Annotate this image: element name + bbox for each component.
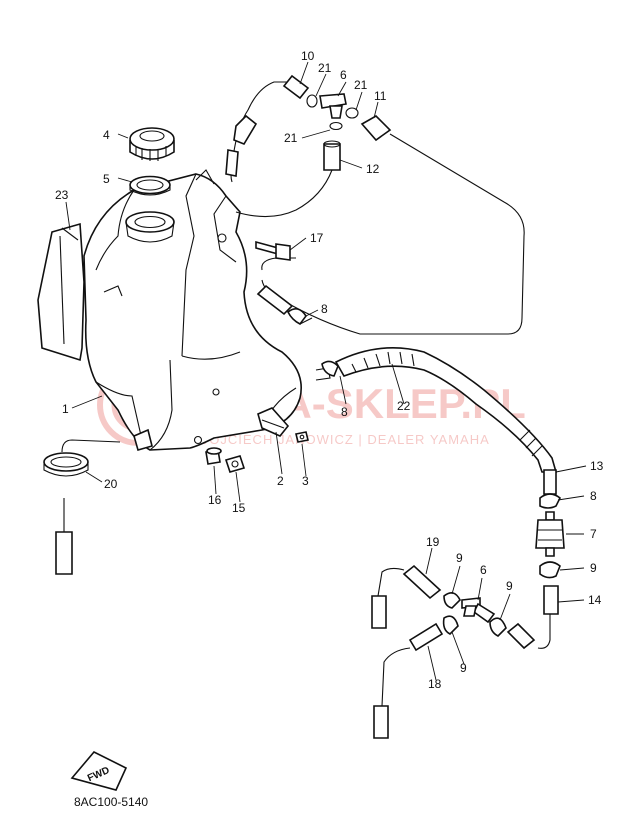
label-part-20: 20 xyxy=(104,477,118,491)
label-part-8-lower: 8 xyxy=(590,489,597,503)
label-part-8-mid: 8 xyxy=(341,405,348,419)
part-labels: 4 5 23 1 10 21 6 21 11 21 12 17 8 8 22 1… xyxy=(55,49,604,691)
label-part-2: 2 xyxy=(277,474,284,488)
fuel-filter-assembly xyxy=(535,469,565,649)
breather-hose-assembly xyxy=(225,74,525,335)
label-part-9-b: 9 xyxy=(506,579,513,593)
label-part-6-lower: 6 xyxy=(480,563,487,577)
label-part-7: 7 xyxy=(590,527,597,541)
label-part-8-upper: 8 xyxy=(321,302,328,316)
label-part-21-right: 21 xyxy=(354,78,368,92)
label-part-1: 1 xyxy=(62,402,69,416)
label-part-10: 10 xyxy=(301,49,315,63)
label-part-19: 19 xyxy=(426,535,440,549)
tank-bolt xyxy=(255,240,291,261)
tank-strap-clamp xyxy=(43,439,121,575)
bracket-and-screw xyxy=(257,407,309,443)
label-part-5: 5 xyxy=(103,172,110,186)
cap-gasket xyxy=(129,175,171,196)
label-part-22: 22 xyxy=(397,399,411,413)
label-part-9-c: 9 xyxy=(460,661,467,675)
label-part-4: 4 xyxy=(103,128,110,142)
label-part-14: 14 xyxy=(588,593,602,607)
hose-clamp-upper xyxy=(286,308,313,326)
label-part-11: 11 xyxy=(374,89,387,103)
label-part-18: 18 xyxy=(428,677,442,691)
fuel-tank-cap xyxy=(129,127,175,161)
label-part-13: 13 xyxy=(590,459,604,473)
label-part-21-top: 21 xyxy=(318,61,332,75)
grommet-and-nut xyxy=(205,447,246,473)
label-part-9-a: 9 xyxy=(456,551,463,565)
leader-lines xyxy=(65,61,587,681)
label-part-9-right: 9 xyxy=(590,561,597,575)
fuel-tank-body xyxy=(83,169,331,451)
label-part-23: 23 xyxy=(55,188,69,202)
side-cover-panel xyxy=(37,222,85,362)
watermark-subtitle: WOJCIECH JANOWICZ | DEALER YAMAHA xyxy=(196,432,490,447)
label-part-21-left: 21 xyxy=(284,131,298,145)
diagram-code: 8AC100-5140 xyxy=(74,795,148,809)
lower-hose-assembly xyxy=(371,564,536,739)
label-part-6-top: 6 xyxy=(340,68,347,82)
label-part-16: 16 xyxy=(208,493,222,507)
label-part-15: 15 xyxy=(232,501,246,515)
label-part-17: 17 xyxy=(310,231,324,245)
forward-direction-badge: FWD xyxy=(70,751,128,791)
label-part-3: 3 xyxy=(302,474,309,488)
label-part-12: 12 xyxy=(366,162,380,176)
